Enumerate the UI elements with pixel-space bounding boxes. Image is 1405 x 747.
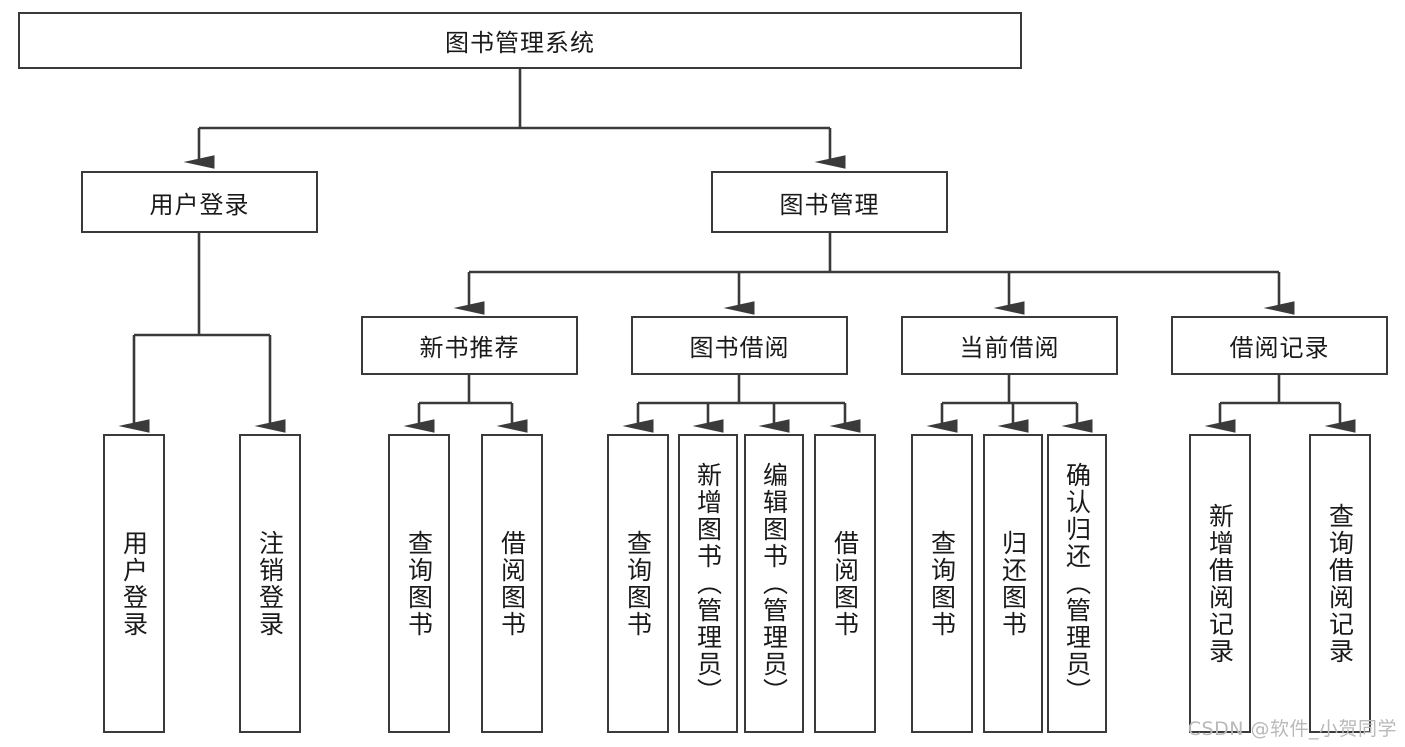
node-new-book-recommend[interactable]: 新书推荐 xyxy=(361,316,578,375)
node-leaf-query-books-3[interactable]: 查询图书 xyxy=(911,434,973,733)
node-label: 用户登录 xyxy=(119,529,149,638)
node-leaf-edit-book[interactable]: 编辑图书（管理员） xyxy=(744,434,804,733)
node-label: 查询图书 xyxy=(623,529,653,638)
node-label: 借阅记录 xyxy=(1229,334,1330,362)
node-label: 归还图书 xyxy=(998,529,1028,638)
watermark: CSDN @软件_小贺同学 xyxy=(1187,718,1397,740)
node-label: 借阅图书 xyxy=(497,529,527,638)
node-book-management-system[interactable]: 图书管理系统 xyxy=(18,12,1022,69)
node-leaf-borrow-books-1[interactable]: 借阅图书 xyxy=(481,434,543,733)
node-book-management[interactable]: 图书管理 xyxy=(711,171,948,233)
node-label: 查询图书 xyxy=(927,529,957,638)
node-leaf-query-books-1[interactable]: 查询图书 xyxy=(388,434,450,733)
node-label: 用户登录 xyxy=(149,190,250,219)
node-leaf-query-record[interactable]: 查询借阅记录 xyxy=(1309,434,1371,733)
node-leaf-add-book[interactable]: 新增图书（管理员） xyxy=(678,434,738,733)
node-current-borrow[interactable]: 当前借阅 xyxy=(901,316,1118,375)
node-label: 新增借阅记录 xyxy=(1205,502,1235,665)
node-label: 新增图书（管理员） xyxy=(693,462,723,705)
node-label: 当前借阅 xyxy=(959,334,1060,362)
node-label: 查询借阅记录 xyxy=(1325,502,1355,665)
node-label: 借阅图书 xyxy=(830,529,860,638)
node-borrow-record[interactable]: 借阅记录 xyxy=(1171,316,1388,375)
node-label: 图书管理 xyxy=(779,190,880,219)
node-leaf-add-record[interactable]: 新增借阅记录 xyxy=(1189,434,1251,733)
node-label: 查询图书 xyxy=(404,529,434,638)
node-label: 图书管理系统 xyxy=(445,29,595,57)
node-label: 新书推荐 xyxy=(419,334,520,362)
node-leaf-confirm-return[interactable]: 确认归还（管理员） xyxy=(1047,434,1107,733)
node-leaf-return-book[interactable]: 归还图书 xyxy=(983,434,1043,733)
node-label: 注销登录 xyxy=(255,529,285,638)
node-leaf-borrow-books-2[interactable]: 借阅图书 xyxy=(814,434,876,733)
node-book-borrow[interactable]: 图书借阅 xyxy=(631,316,848,375)
node-leaf-user-login[interactable]: 用户登录 xyxy=(103,434,165,733)
node-label: 图书借阅 xyxy=(689,334,790,362)
node-label: 编辑图书（管理员） xyxy=(759,462,789,705)
node-user-login[interactable]: 用户登录 xyxy=(81,171,318,233)
node-leaf-user-logout[interactable]: 注销登录 xyxy=(239,434,301,733)
node-label: 确认归还（管理员） xyxy=(1062,462,1092,705)
node-leaf-query-books-2[interactable]: 查询图书 xyxy=(607,434,669,733)
